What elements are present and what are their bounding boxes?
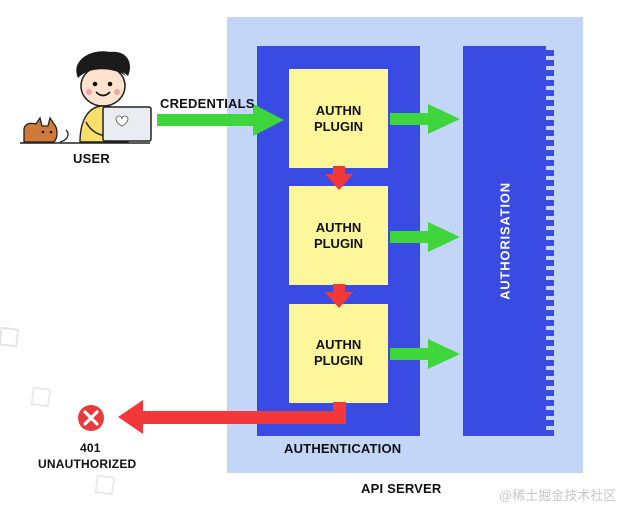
authorisation-tooth bbox=[546, 380, 554, 386]
authorisation-tooth bbox=[546, 70, 554, 76]
authorisation-tooth bbox=[546, 430, 554, 436]
authorisation-tooth bbox=[546, 330, 554, 336]
api-server-label: API SERVER bbox=[361, 481, 442, 496]
authn-plugin-1-label: AUTHN PLUGIN bbox=[289, 103, 388, 135]
authn-plugin-3 bbox=[289, 304, 388, 403]
credentials-arrow bbox=[157, 104, 284, 136]
authorisation-tooth bbox=[546, 270, 554, 276]
authorisation-tooth bbox=[546, 200, 554, 206]
authorisation-tooth bbox=[546, 220, 554, 226]
authorisation-tooth bbox=[546, 320, 554, 326]
watermark-text: @稀土掘金技术社区 bbox=[499, 488, 617, 503]
authorisation-block bbox=[463, 46, 554, 436]
authorisation-tooth bbox=[546, 280, 554, 286]
authorisation-tooth bbox=[546, 160, 554, 166]
authorisation-tooth bbox=[546, 210, 554, 216]
authorisation-tooth bbox=[546, 80, 554, 86]
authorisation-tooth bbox=[546, 50, 554, 56]
laptop-icon bbox=[102, 106, 152, 142]
plugin-line-2: PLUGIN bbox=[313, 353, 364, 368]
authorisation-tooth bbox=[546, 290, 554, 296]
authorisation-tooth bbox=[546, 130, 554, 136]
svg-text:◇: ◇ bbox=[17, 371, 63, 419]
error-x-icon bbox=[78, 405, 104, 431]
plugin-3-to-authz-arrow bbox=[390, 339, 460, 369]
authorisation-tooth bbox=[546, 60, 554, 66]
authorisation-tooth bbox=[546, 150, 554, 156]
authorisation-tooth bbox=[546, 230, 554, 236]
authorisation-tooth bbox=[546, 420, 554, 426]
authorisation-tooth bbox=[546, 110, 554, 116]
authorisation-tooth bbox=[546, 170, 554, 176]
plugin-line-1: AUTHN bbox=[315, 337, 362, 352]
authorisation-tooth bbox=[546, 100, 554, 106]
plugin-line-1: AUTHN bbox=[315, 220, 362, 235]
authorisation-label: AUTHORISATION bbox=[497, 182, 513, 300]
authorisation-tooth bbox=[546, 190, 554, 196]
authn-plugin-2-label: AUTHN PLUGIN bbox=[289, 220, 388, 252]
authorisation-tooth bbox=[546, 260, 554, 266]
authorisation-tooth bbox=[546, 120, 554, 126]
error-code-label: 401 bbox=[80, 441, 101, 455]
authorisation-tooth bbox=[546, 340, 554, 346]
background-watermark: ◇ ◇ ◇ bbox=[0, 311, 127, 505]
authorisation-tooth bbox=[546, 390, 554, 396]
plugin-line-1: AUTHN bbox=[315, 103, 362, 118]
authorisation-tooth bbox=[546, 360, 554, 366]
cat-illustration bbox=[23, 116, 69, 143]
rejection-arrow bbox=[118, 400, 346, 434]
error-text-label: UNAUTHORIZED bbox=[38, 457, 137, 471]
plugin-1-to-2-arrow bbox=[325, 166, 353, 190]
authorisation-tooth bbox=[546, 350, 554, 356]
plugin-line-2: PLUGIN bbox=[313, 119, 364, 134]
authorisation-tooth bbox=[546, 400, 554, 406]
plugin-2-to-3-arrow bbox=[325, 284, 353, 308]
authorisation-tooth bbox=[546, 90, 554, 96]
authorisation-tooth bbox=[546, 370, 554, 376]
user-label: USER bbox=[73, 151, 110, 166]
authorisation-tooth bbox=[546, 140, 554, 146]
authn-plugin-2 bbox=[289, 186, 388, 285]
authorisation-tooth bbox=[546, 180, 554, 186]
svg-text:◇: ◇ bbox=[0, 311, 31, 359]
authorisation-tooth bbox=[546, 240, 554, 246]
plugin-line-2: PLUGIN bbox=[313, 236, 364, 251]
plugin-2-to-authz-arrow bbox=[390, 222, 460, 252]
credentials-label: CREDENTIALS bbox=[160, 96, 255, 111]
authn-plugin-1 bbox=[289, 69, 388, 168]
authn-plugin-3-label: AUTHN PLUGIN bbox=[289, 337, 388, 369]
authorisation-tooth bbox=[546, 300, 554, 306]
plugin-1-to-authz-arrow bbox=[390, 104, 460, 134]
authorisation-tooth bbox=[546, 310, 554, 316]
authorisation-tooth bbox=[546, 410, 554, 416]
authentication-label: AUTHENTICATION bbox=[284, 441, 402, 456]
authorisation-tooth bbox=[546, 250, 554, 256]
